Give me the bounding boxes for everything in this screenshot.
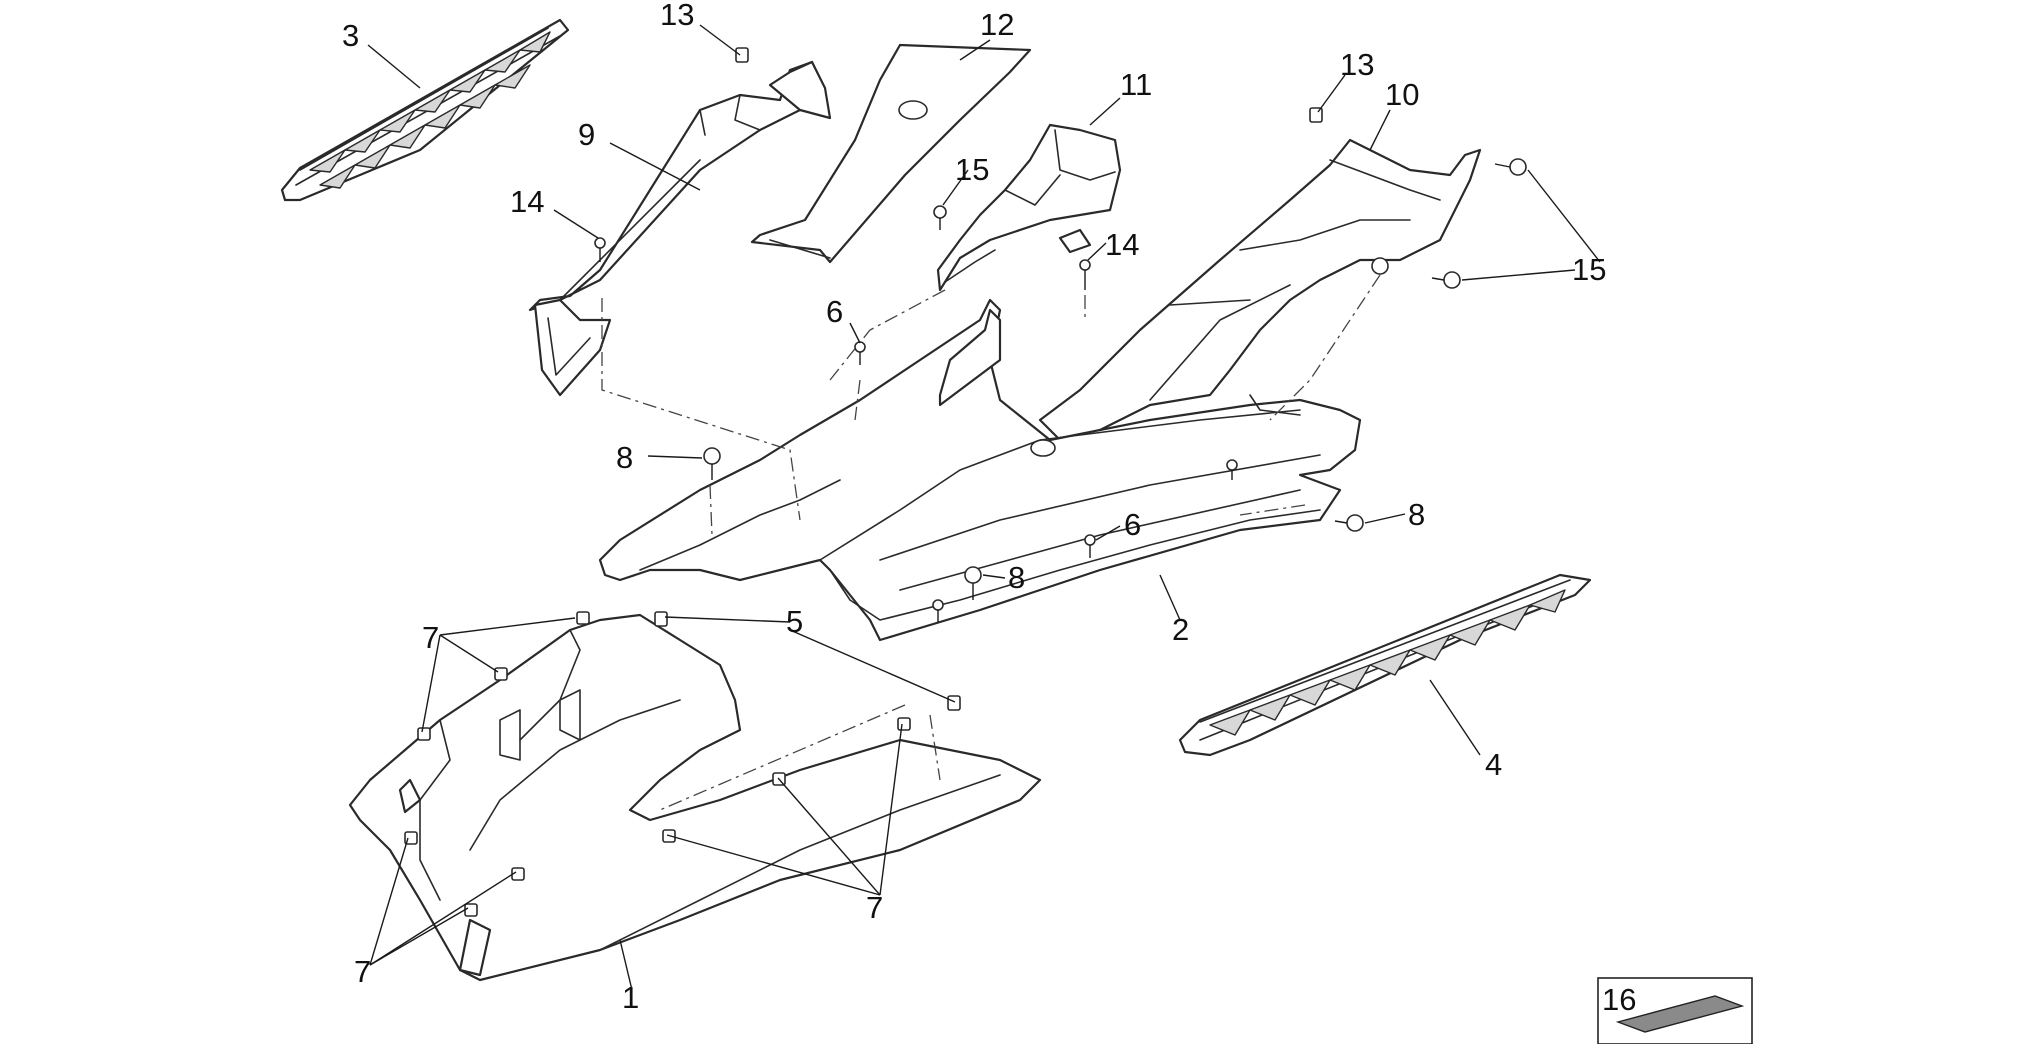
callout-13-left: 13 (660, 0, 694, 32)
callout-1: 1 (622, 980, 639, 1015)
fasteners (594, 158, 1527, 622)
callout-6-upper: 6 (826, 294, 843, 329)
callout-7-upper: 7 (422, 620, 439, 655)
clip-7a-icon (576, 611, 590, 625)
callout-12: 12 (980, 7, 1014, 42)
clip-7i-icon (897, 717, 911, 731)
part-3-grille-panel[interactable] (280, 18, 570, 202)
leader-lines (367, 24, 1601, 991)
callout-16: 16 (1602, 982, 1636, 1017)
clip-7d-icon (404, 831, 418, 845)
part-9-inner-trim-left[interactable] (528, 60, 832, 397)
screw-15-centre-icon (933, 205, 947, 230)
part-16-legend-box[interactable]: 16 (1597, 977, 1753, 1044)
callout-10: 10 (1385, 77, 1419, 112)
screw-8-right-icon (1334, 514, 1364, 532)
callout-4: 4 (1485, 747, 1502, 782)
callout-9: 9 (578, 117, 595, 152)
callout-2: 2 (1172, 612, 1189, 647)
callout-8-centre: 8 (1008, 560, 1025, 595)
part-2-floor-tray[interactable] (598, 298, 1362, 642)
screw-8-centre-icon (964, 566, 982, 600)
screw-8-left-icon (703, 447, 721, 480)
callout-6-lower: 6 (1124, 507, 1141, 542)
screw-14-left-icon (594, 237, 606, 262)
clip-5-icon (654, 611, 668, 627)
screw-small-tray-2-icon (1226, 459, 1238, 480)
callout-14-left: 14 (510, 184, 544, 219)
callout-5: 5 (786, 604, 803, 639)
callout-3: 3 (342, 18, 359, 53)
callout-labels: 3 13 12 9 11 13 10 14 15 14 15 6 8 8 6 8… (342, 0, 1606, 1015)
clip-13-left-icon (735, 47, 749, 63)
part-4-grille-panel[interactable] (1178, 573, 1592, 757)
screw-6-lower-icon (1084, 534, 1096, 558)
clip-5b-icon (947, 695, 961, 711)
mat-icon (1615, 995, 1745, 1033)
part-11-inner-bracket[interactable] (936, 123, 1122, 292)
screw-15-lower-icon (1431, 271, 1461, 289)
callout-11: 11 (1120, 67, 1152, 102)
clip-7c-icon (417, 727, 431, 741)
assembly-lines (601, 274, 1381, 811)
callout-15-centre: 15 (955, 152, 989, 187)
callout-13-right: 13 (1340, 47, 1374, 82)
screw-small-tray-icon (932, 599, 944, 622)
screw-6-upper-icon (854, 341, 866, 365)
clip-7b-icon (494, 667, 508, 681)
callout-7-left: 7 (354, 954, 371, 989)
callout-7-right: 7 (866, 890, 883, 925)
callout-8-left: 8 (616, 440, 633, 475)
part-10-side-trim-right[interactable] (1038, 138, 1482, 442)
callout-15-right: 15 (1572, 252, 1606, 287)
part-1-lower-body-panel[interactable] (348, 613, 1042, 982)
clips (404, 47, 1323, 917)
screw-14-right-icon (1079, 259, 1091, 290)
part-12-centre-cover[interactable] (750, 43, 1032, 264)
clip-7f-icon (464, 903, 478, 917)
screw-15-top-icon (1494, 158, 1527, 176)
callout-8-right: 8 (1408, 497, 1425, 532)
callout-14-right: 14 (1105, 227, 1139, 262)
